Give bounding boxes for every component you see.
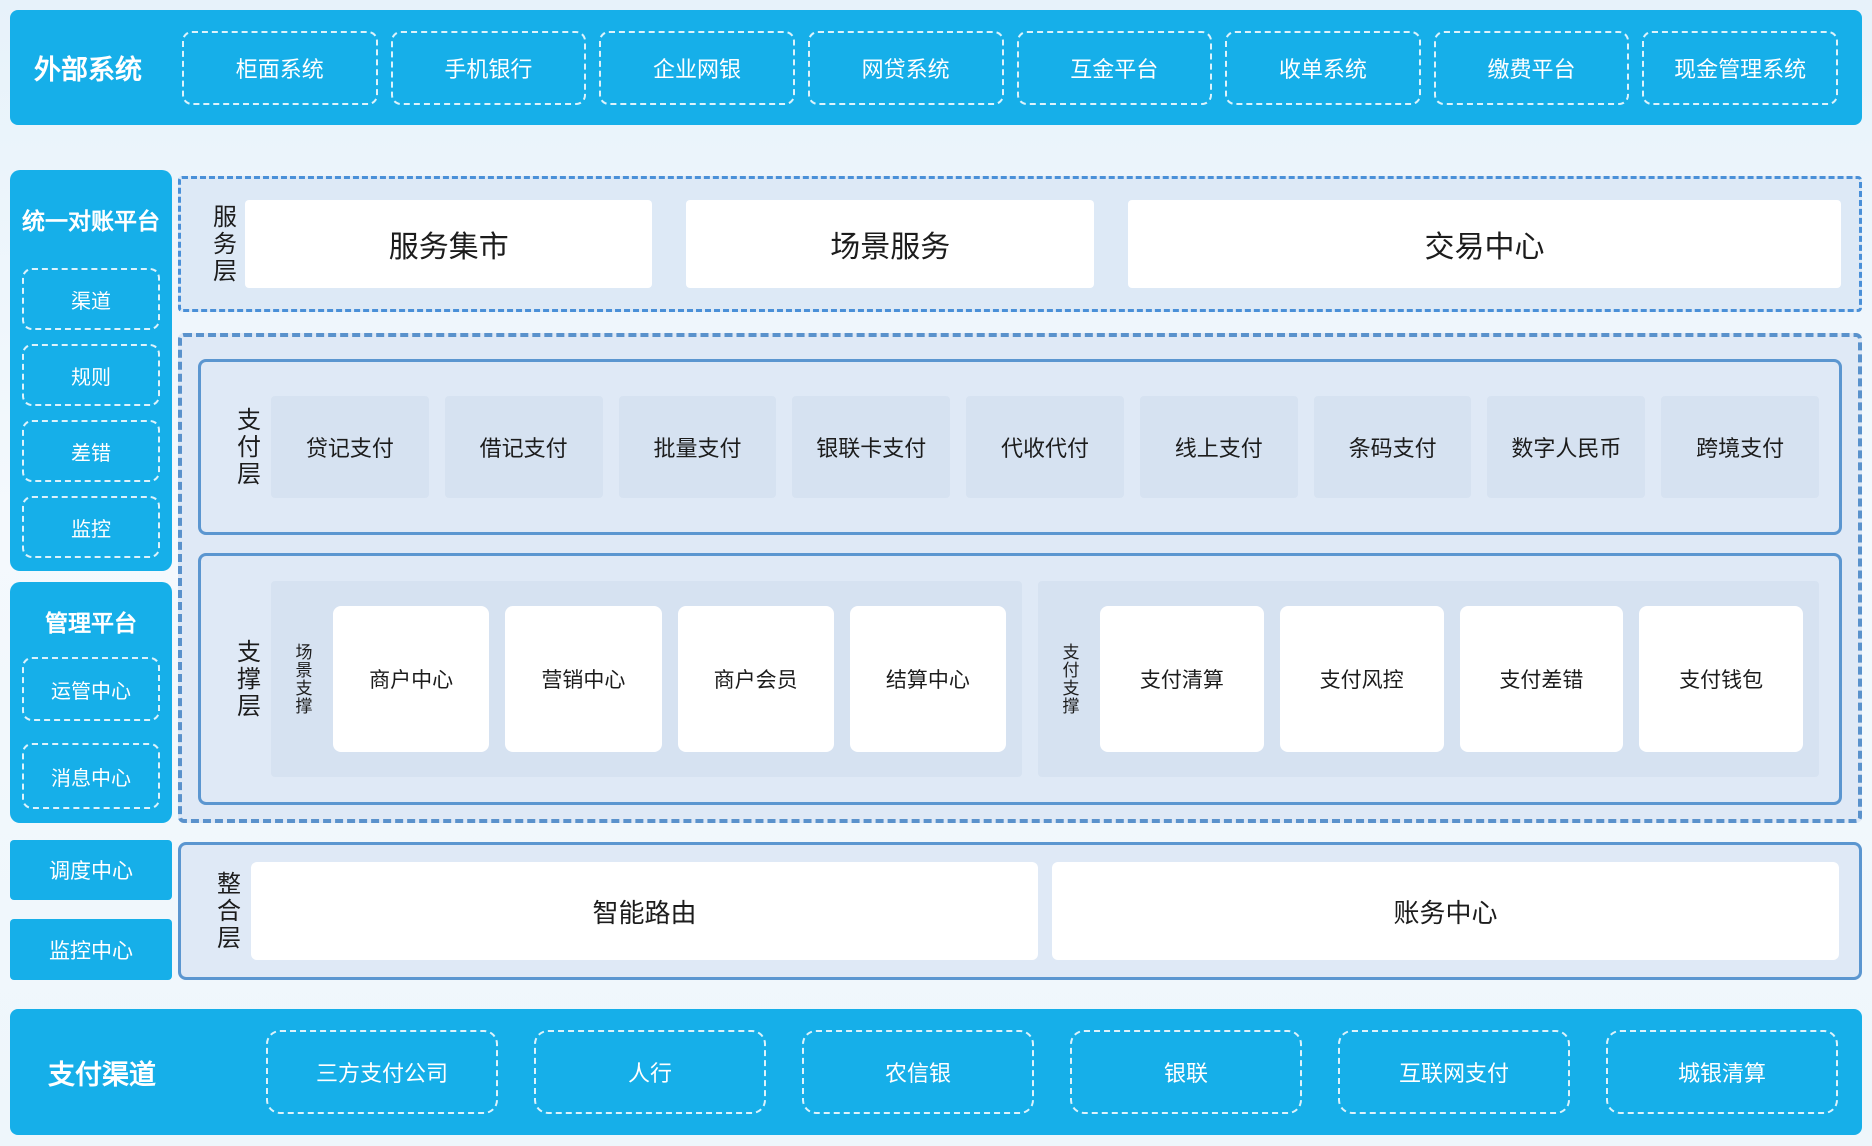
support-node: 结算中心 <box>849 606 1006 752</box>
external-system-node: 收单系统 <box>1225 30 1421 105</box>
payment-support-label: 支付支撑 <box>1059 643 1079 715</box>
service-node: 交易中心 <box>1127 200 1841 288</box>
payment-channel-node: 银联 <box>1070 1030 1302 1114</box>
external-systems-bar: 外部系统 柜面系统 手机银行 企业网银 网贷系统 互金平台 收单系统 缴费平台 … <box>10 10 1862 125</box>
external-system-node: 现金管理系统 <box>1642 30 1838 105</box>
payment-node: 条码支付 <box>1313 396 1472 498</box>
integration-layer-items: 智能路由 账务中心 <box>251 862 1839 960</box>
management-platform-title: 管理平台 <box>45 610 137 636</box>
payment-layer-label: 支付层 <box>232 406 260 488</box>
payment-channel-node: 三方支付公司 <box>266 1030 498 1114</box>
payment-channels-title: 支付渠道 <box>48 1059 156 1090</box>
dispatch-center-node: 调度中心 <box>10 840 172 900</box>
payment-node: 代收代付 <box>966 396 1124 498</box>
integration-node: 账务中心 <box>1052 862 1839 960</box>
reconciliation-node: 监控 <box>22 496 160 558</box>
payment-support-group: 支付支撑 支付清算 支付风控 支付差错 支付钱包 <box>1038 581 1819 777</box>
service-node: 场景服务 <box>686 200 1094 288</box>
external-system-node: 缴费平台 <box>1433 30 1630 105</box>
payment-channel-node: 人行 <box>534 1030 766 1114</box>
support-node: 支付清算 <box>1100 606 1264 752</box>
payment-node: 跨境支付 <box>1661 396 1820 498</box>
support-layer-label: 支撑层 <box>232 638 260 720</box>
scene-support-group: 场景支撑 商户中心 营销中心 商户会员 结算中心 <box>271 581 1023 777</box>
external-system-node: 柜面系统 <box>182 30 378 105</box>
external-systems-items: 柜面系统 手机银行 企业网银 网贷系统 互金平台 收单系统 缴费平台 现金管理系… <box>182 10 1838 125</box>
support-node: 支付风控 <box>1279 606 1444 752</box>
payment-node: 贷记支付 <box>271 396 429 498</box>
reconciliation-platform-title: 统一对账平台 <box>22 208 160 234</box>
payment-channel-node: 城银清算 <box>1606 1030 1838 1114</box>
payment-channels-bar: 支付渠道 三方支付公司 人行 农信银 银联 互联网支付 城银清算 <box>10 1009 1862 1135</box>
reconciliation-node: 规则 <box>22 344 160 406</box>
external-system-node: 网贷系统 <box>807 30 1004 105</box>
support-node: 商户会员 <box>677 606 834 752</box>
payment-node: 数字人民币 <box>1487 396 1646 498</box>
support-node: 支付差错 <box>1459 606 1624 752</box>
management-node: 运管中心 <box>22 657 160 721</box>
management-platform-panel: 管理平台 运管中心 消息中心 <box>10 582 172 823</box>
support-node: 营销中心 <box>505 606 662 752</box>
monitor-center-node: 监控中心 <box>10 919 172 980</box>
payment-channels-items: 三方支付公司 人行 农信银 银联 互联网支付 城银清算 <box>266 1009 1838 1135</box>
service-node: 服务集市 <box>245 200 653 288</box>
reconciliation-node: 差错 <box>22 420 160 482</box>
payment-node: 借记支付 <box>444 396 603 498</box>
payment-layer-items: 贷记支付 借记支付 批量支付 银联卡支付 代收代付 线上支付 条码支付 数字人民… <box>271 396 1820 498</box>
payment-node: 线上支付 <box>1139 396 1298 498</box>
external-systems-title: 外部系统 <box>34 55 142 85</box>
integration-node: 智能路由 <box>251 862 1038 960</box>
support-node: 支付钱包 <box>1639 606 1804 752</box>
external-system-node: 手机银行 <box>390 30 587 105</box>
service-layer-label: 服务层 <box>208 203 236 285</box>
support-node: 商户中心 <box>333 606 490 752</box>
external-system-node: 企业网银 <box>599 30 795 105</box>
service-layer-items: 服务集市 场景服务 交易中心 <box>245 200 1841 288</box>
management-node: 消息中心 <box>22 743 160 809</box>
reconciliation-node: 渠道 <box>22 268 160 330</box>
external-system-node: 互金平台 <box>1016 30 1213 105</box>
service-layer: 服务层 服务集市 场景服务 交易中心 <box>178 176 1862 312</box>
reconciliation-platform-panel: 统一对账平台 渠道 规则 差错 监控 <box>10 170 172 571</box>
payment-layer: 支付层 贷记支付 借记支付 批量支付 银联卡支付 代收代付 线上支付 条码支付 … <box>198 359 1842 535</box>
payment-support-container: 支付层 贷记支付 借记支付 批量支付 银联卡支付 代收代付 线上支付 条码支付 … <box>178 333 1862 823</box>
payment-channel-node: 农信银 <box>802 1030 1034 1114</box>
support-layer-groups: 场景支撑 商户中心 营销中心 商户会员 结算中心 支付支撑 支付清算 支付风控 … <box>271 581 1819 777</box>
integration-layer: 整合层 智能路由 账务中心 <box>178 842 1862 980</box>
payment-node: 银联卡支付 <box>792 396 951 498</box>
payment-node: 批量支付 <box>618 396 777 498</box>
integration-layer-label: 整合层 <box>212 870 240 952</box>
scene-support-label: 场景支撑 <box>292 643 312 715</box>
payment-channel-node: 互联网支付 <box>1338 1030 1570 1114</box>
support-layer: 支撑层 场景支撑 商户中心 营销中心 商户会员 结算中心 支付支撑 支付清算 支… <box>198 553 1842 805</box>
